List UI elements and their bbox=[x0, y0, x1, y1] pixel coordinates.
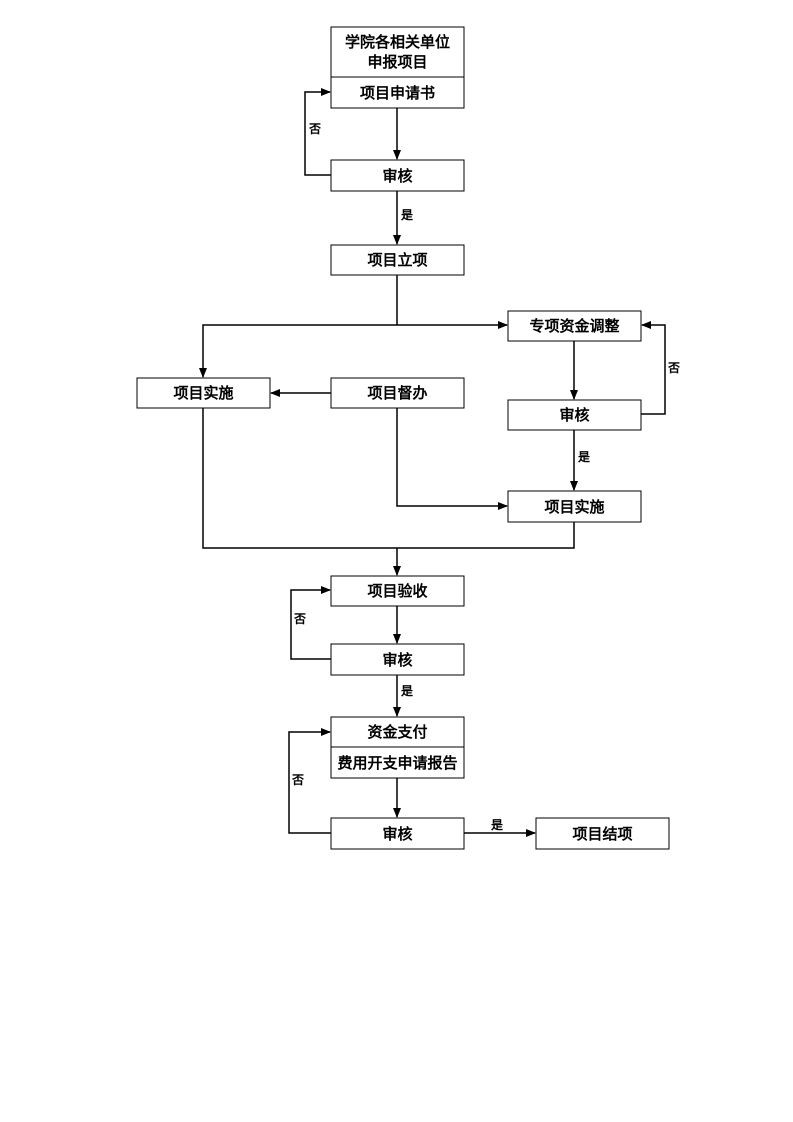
node-implement-right: 项目实施 bbox=[507, 490, 642, 523]
node-review-4-text: 审核 bbox=[382, 825, 412, 843]
node-supervise: 项目督办 bbox=[330, 377, 465, 409]
node-project-approval-text: 项目立项 bbox=[367, 251, 427, 269]
edge-merge-line bbox=[202, 408, 575, 549]
node-review-3-box bbox=[330, 643, 465, 676]
node-acceptance-text: 项目验收 bbox=[367, 582, 427, 600]
node-project-close: 项目结项 bbox=[535, 817, 670, 850]
node-apply-units: 学院各相关单位 申报项目 项目申请书 bbox=[330, 26, 465, 109]
label-no-3: 否 bbox=[293, 612, 306, 626]
node-apply-units-box bbox=[330, 26, 465, 109]
label-yes-3: 是 bbox=[400, 684, 414, 698]
edge-branch-to-implement-left bbox=[199, 324, 397, 378]
node-project-approval: 项目立项 bbox=[330, 244, 465, 276]
edge-review1-no-loop bbox=[304, 88, 331, 176]
node-review-1-box bbox=[330, 159, 465, 192]
node-fund-payment: 资金支付 费用开支申请报告 bbox=[330, 716, 465, 779]
node-review-2-box bbox=[507, 399, 642, 431]
node-project-close-box bbox=[535, 817, 670, 850]
node-fund-payment-text: 资金支付 bbox=[367, 723, 427, 741]
label-yes-2: 是 bbox=[577, 450, 591, 464]
node-review-2-text: 审核 bbox=[559, 406, 589, 424]
node-implement-right-box bbox=[507, 490, 642, 523]
node-expense-report-text: 费用开支申请报告 bbox=[337, 754, 457, 772]
label-no-2: 否 bbox=[667, 361, 680, 375]
node-review-4-box bbox=[330, 817, 465, 850]
edge-review4-no-loop bbox=[288, 728, 331, 834]
node-review-4: 审核 bbox=[330, 817, 465, 850]
node-fund-adjust: 专项资金调整 bbox=[507, 310, 642, 342]
edge-supervise-to-implement-right bbox=[396, 408, 508, 510]
node-supervise-box bbox=[330, 377, 465, 409]
node-review-3: 审核 bbox=[330, 643, 465, 676]
node-review-3-text: 审核 bbox=[382, 651, 412, 669]
edge-review2-no-loop bbox=[641, 321, 666, 415]
node-supervise-text: 项目督办 bbox=[367, 384, 427, 402]
label-no-1: 否 bbox=[308, 122, 321, 136]
node-apply-units-line2: 申报项目 bbox=[367, 53, 427, 71]
node-project-close-text: 项目结项 bbox=[572, 825, 632, 843]
node-review-1: 审核 bbox=[330, 159, 465, 192]
node-implement-right-text: 项目实施 bbox=[544, 498, 604, 516]
edge-review3-no-loop bbox=[290, 586, 331, 660]
label-yes-1: 是 bbox=[400, 208, 414, 222]
node-acceptance: 项目验收 bbox=[330, 575, 465, 607]
label-yes-4: 是 bbox=[490, 818, 504, 832]
node-acceptance-box bbox=[330, 575, 465, 607]
node-fund-adjust-text: 专项资金调整 bbox=[529, 317, 619, 335]
node-review-2: 审核 bbox=[507, 399, 642, 431]
node-implement-left: 项目实施 bbox=[136, 377, 271, 409]
node-apply-units-line1: 学院各相关单位 bbox=[345, 33, 450, 51]
label-no-4: 否 bbox=[291, 773, 304, 787]
node-review-1-text: 审核 bbox=[382, 167, 412, 185]
node-implement-left-text: 项目实施 bbox=[173, 384, 233, 402]
node-application-form: 项目申请书 bbox=[360, 84, 435, 102]
